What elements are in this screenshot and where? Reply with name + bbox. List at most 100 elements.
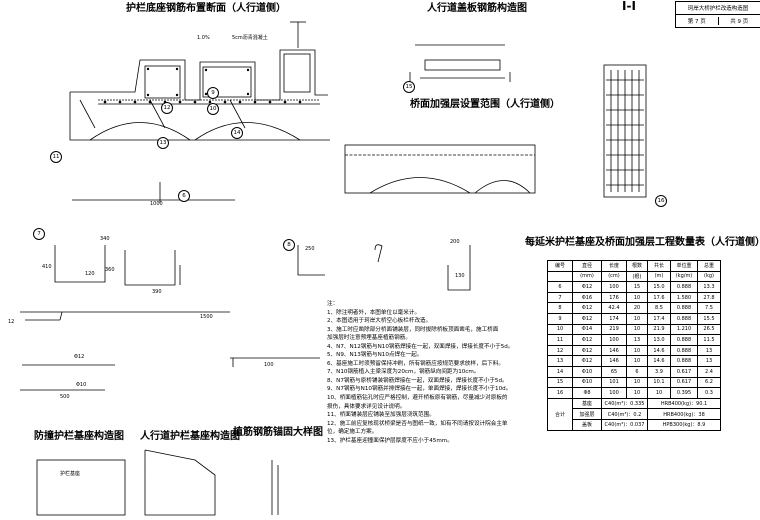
table-cell: 6 xyxy=(547,281,573,293)
table-cell: 17.4 xyxy=(647,312,671,325)
callout-bubble: 8 xyxy=(283,239,295,251)
table-cell: 10 xyxy=(626,376,648,389)
table-unit-cell: (kg) xyxy=(697,270,721,283)
dim-200: 200 xyxy=(450,239,460,245)
notes-block: 注： 1、除注明者外，本图单位以毫米计。 2、本图适用于珂岸大桥空心板栏杆改造。… xyxy=(327,300,532,445)
table-cell: 6 xyxy=(626,365,648,378)
table-cell: 6.2 xyxy=(697,376,721,389)
table-cell: 13 xyxy=(626,334,648,346)
title-slab-rebar: 人行道盖板钢筋构造图 xyxy=(427,3,527,14)
dim-500: 500 xyxy=(60,394,70,400)
table-cell: 15 xyxy=(547,376,573,389)
callout-bubble: 9 xyxy=(207,87,219,99)
table-header-cell: 直径 xyxy=(572,260,602,272)
table-header-cell: 编号 xyxy=(547,260,573,272)
table-unit-cell xyxy=(547,270,573,283)
table-cell: Φ8 xyxy=(572,387,602,399)
title-deck-layer: 桥面加强层设置范围（人行道侧） xyxy=(410,99,560,110)
table-unit-cell: (kg/m) xyxy=(670,270,698,283)
note-line: 4、N7、N12钢筋与N10钢筋焊接在一起，双面焊接，焊接长度不小于5d。 xyxy=(327,343,514,350)
summary-concrete: C40(m³)：0.037 xyxy=(601,418,648,431)
table-cell: 65 xyxy=(601,365,627,378)
table-cell: 42.4 xyxy=(601,302,627,314)
table-cell: 13 xyxy=(547,355,573,367)
table-cell: 146 xyxy=(601,355,627,367)
bar-label-12: Φ12 xyxy=(74,354,85,360)
table-cell: 16 xyxy=(547,387,573,399)
table-cell: 7.5 xyxy=(697,302,721,314)
callout-bubble: 15 xyxy=(403,81,415,93)
callout-bubble: 16 xyxy=(655,195,667,207)
table-cell: 1.580 xyxy=(670,291,698,304)
callout-bubble: 7 xyxy=(33,228,45,240)
note-line: 6、基座施工时须预留保持冲刷，所有钢筋应按规范要求放样，后下料。 xyxy=(327,360,504,367)
table-cell: 14.6 xyxy=(647,344,671,357)
table-cell: 10.1 xyxy=(647,376,671,389)
title-walkway-base: 人行道护栏基座构造图 xyxy=(140,431,240,442)
table-cell: 174 xyxy=(601,312,627,325)
table-cell: 0.888 xyxy=(670,312,698,325)
table-cell: 0.3 xyxy=(697,387,721,399)
callout-bubble: 11 xyxy=(50,151,62,163)
table-cell: 0.888 xyxy=(670,334,698,346)
summary-steel: HPB300(kg)：8.9 xyxy=(647,418,721,431)
callout-bubble: 14 xyxy=(231,127,243,139)
dot-rows xyxy=(103,67,302,104)
dim-390: 390 xyxy=(152,289,162,295)
table-cell: 100 xyxy=(601,334,627,346)
base-label: 护栏基座 xyxy=(60,471,81,477)
title-anti-crash-base: 防撞护栏基座构造图 xyxy=(34,431,124,442)
title-quantity-table: 每延米护栏基座及桥面加强层工程数量表（人行道侧） xyxy=(525,237,760,248)
note-line: 3、施工时应凿除部分桥面铺装层，同时拔除桥板顶面凿毛，施工桥面 xyxy=(327,326,499,333)
table-cell: Φ10 xyxy=(572,376,602,389)
table-header-cell: 根数 xyxy=(626,260,648,272)
table-cell: 11 xyxy=(547,334,573,346)
table-cell: 13.0 xyxy=(647,334,671,346)
table-cell: 1.210 xyxy=(670,323,698,336)
table-cell: Φ14 xyxy=(572,323,602,336)
project-name: 珂岸大桥护栏改造构造图 xyxy=(687,6,749,12)
note-line: 12、施工前应复核现状桥梁是否与图纸一致，如有不同请按设计院会主单 xyxy=(327,420,508,427)
table-cell: 11.5 xyxy=(697,334,721,346)
table-header-cell: 总重 xyxy=(697,260,721,272)
table-cell: 7 xyxy=(547,291,573,304)
table-cell: 10 xyxy=(626,355,648,367)
table-cell: 20 xyxy=(626,302,648,314)
table-cell: 14.6 xyxy=(647,355,671,367)
note-line: 10、桥面植筋钻孔时应严格控制，避开桥板原有钢筋，尽量减少对原板的 xyxy=(327,395,508,402)
table-cell: 8 xyxy=(547,302,573,314)
note-line: 7、N10钢筋植入主梁深度为20cm，钢筋纵向间距为10cm。 xyxy=(327,369,480,376)
table-cell: 10 xyxy=(547,323,573,336)
table-header-cell: 共长 xyxy=(647,260,671,272)
table-cell: 0.888 xyxy=(670,344,698,357)
table-cell: 219 xyxy=(601,323,627,336)
table-cell: 10 xyxy=(626,323,648,336)
dim-340: 340 xyxy=(100,236,110,242)
summary-part: 盖板 xyxy=(572,418,602,431)
table-cell: 10 xyxy=(626,312,648,325)
pavement-label: 5cm沥青混凝土 xyxy=(232,35,268,41)
table-cell: 15 xyxy=(626,281,648,293)
table-cell: Φ12 xyxy=(572,334,602,346)
note-line: 损伤，具体要求详见设计说明。 xyxy=(327,403,406,410)
table-unit-cell: (cm) xyxy=(601,270,627,283)
callout-bubble: 13 xyxy=(157,137,169,149)
table-cell: 17.6 xyxy=(647,291,671,304)
table-unit-cell: (m) xyxy=(647,270,671,283)
title-block: 珂岸大桥护栏改造构造图 第 7 页共 9 页 xyxy=(675,1,760,28)
dim-12: 12 xyxy=(8,319,15,325)
summary-part: 加强层 xyxy=(572,408,602,420)
table-cell: 0.617 xyxy=(670,365,698,378)
table-cell: 10 xyxy=(626,344,648,357)
table-cell: 146 xyxy=(601,344,627,357)
